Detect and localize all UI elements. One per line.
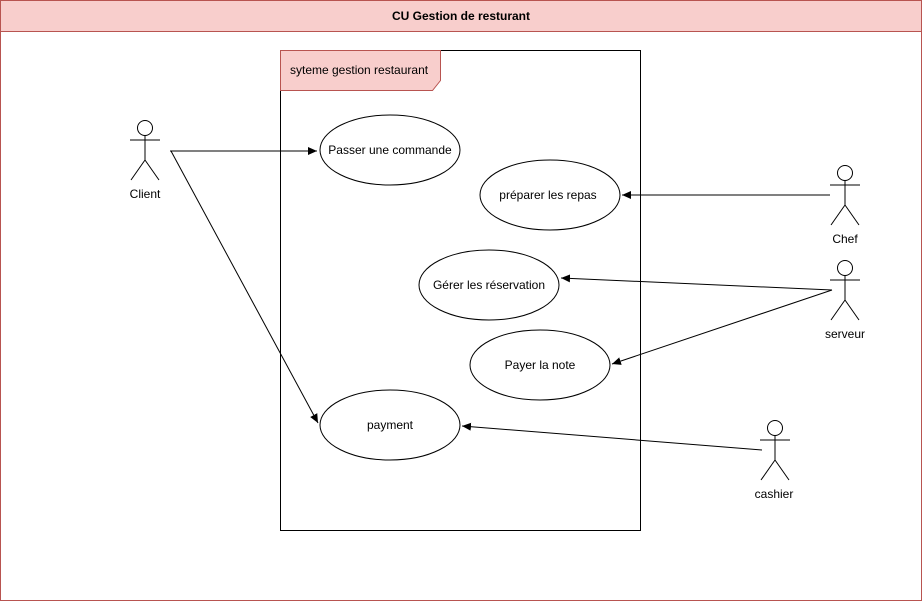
diagram-title: CU Gestion de resturant (1, 1, 921, 32)
actor-chef[interactable]: Chef (830, 165, 860, 247)
use-case-label: Payer la note (505, 358, 576, 372)
actor-label: cashier (755, 487, 794, 501)
actor-label: Client (130, 187, 161, 201)
use-case-payer[interactable]: Payer la note (469, 329, 611, 401)
system-boundary-tab (280, 50, 441, 91)
use-case-label: préparer les repas (499, 188, 596, 202)
associations (170, 147, 833, 451)
actor-icon (767, 420, 783, 436)
actor-client[interactable]: Client (130, 120, 161, 202)
actor-cashier[interactable]: cashier (755, 420, 794, 502)
actor-serveur[interactable]: serveur (825, 260, 865, 342)
actor-icon (837, 260, 853, 276)
use-case-preparer[interactable]: préparer les repas (479, 159, 621, 231)
actor-label: Chef (832, 232, 858, 246)
actor-label: serveur (825, 327, 865, 341)
use-case-payment[interactable]: payment (319, 389, 461, 461)
association-client-payment (170, 150, 319, 424)
association-serveur-payer (611, 289, 833, 365)
actor-icon (137, 120, 153, 136)
use-case-passer[interactable]: Passer une commande (319, 114, 461, 186)
system-boundary-label: syteme gestion restaurant (290, 63, 429, 77)
use-case-label: payment (367, 418, 414, 432)
association-cashier-payment (461, 422, 763, 451)
actor-icon (837, 165, 853, 181)
use-case-gerer[interactable]: Gérer les réservation (418, 249, 560, 321)
use-case-label: Gérer les réservation (433, 278, 545, 292)
use-case-label: Passer une commande (328, 143, 452, 157)
association-serveur-gerer (560, 274, 833, 291)
